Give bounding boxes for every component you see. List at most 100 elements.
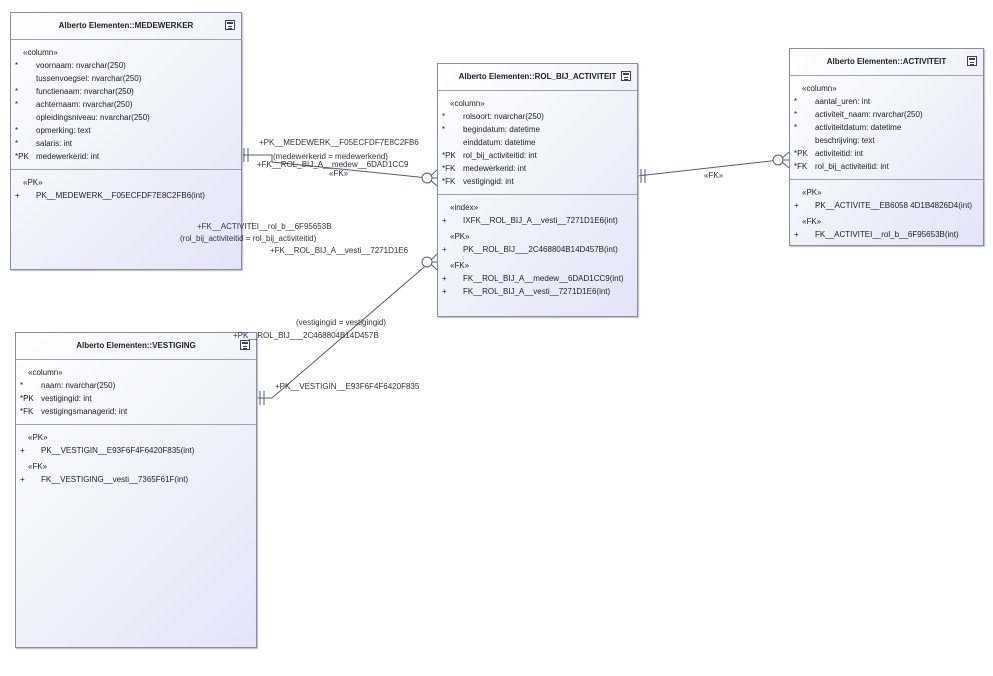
row-text: medewerkerid: int — [463, 164, 527, 173]
label-pk-vestigin: +PK__VESTIGIN__E93F6F4F6420F835 — [275, 382, 420, 391]
row-marker: * — [15, 100, 19, 109]
row-text: einddatum: datetime — [463, 138, 536, 147]
entity-vestiging[interactable]: Alberto Elementen::VESTIGING «column» * n… — [15, 332, 257, 648]
table-row: beschrijving: text — [790, 134, 983, 147]
entity-title: Alberto Elementen::ACTIVITEIT — [790, 49, 983, 76]
table-row: * opmerking: text — [11, 124, 241, 137]
row-text: IXFK__ROL_BIJ_A__vesti__7271D1E6(int) — [463, 216, 618, 225]
stereotype-label: «PK» — [802, 188, 822, 197]
label-cond-medewerker: (medewerkerid = medewerkerid) — [273, 152, 388, 161]
row-marker: * — [442, 112, 446, 121]
table-row: +FK__ROL_BIJ_A__vesti__7271D1E6(int) — [438, 285, 637, 298]
table-row: opleidingsniveau: nvarchar(250) — [11, 111, 241, 124]
row-marker: * — [794, 97, 798, 106]
entity-title: Alberto Elementen::ROL_BIJ_ACTIVITEIT — [438, 64, 637, 91]
row-text: rolsoort: nvarchar(250) — [463, 112, 544, 121]
table-row: *FK medewerkerid: int — [438, 162, 637, 175]
row-text: rol_bij_activiteitid: int — [463, 151, 537, 160]
row-text: PK__ACTIVITE__EB6058 4D1B4826D4(int) — [815, 201, 972, 210]
row-marker: *FK — [794, 162, 808, 171]
table-row: * naam: nvarchar(250) — [16, 379, 256, 392]
stereotype-label: «index» — [450, 203, 479, 212]
row-marker: + — [20, 475, 25, 484]
entity-title-text: Alberto Elementen::VESTIGING — [76, 341, 196, 350]
row-text: PK__MEDEWERK__F05ECFDF7E8C2FB6(int) — [36, 191, 205, 200]
table-row: tussenvoegsel: nvarchar(250) — [11, 72, 241, 85]
row-marker: * — [15, 126, 19, 135]
keys-section: «index» + IXFK__ROL_BIJ_A__vesti__7271D1E… — [438, 195, 637, 304]
table-row: *voornaam: nvarchar(250) — [11, 59, 241, 72]
row-text: rol_bij_activiteitid: int — [815, 162, 889, 171]
row-text: opleidingsniveau: nvarchar(250) — [36, 113, 150, 122]
table-row: + PK__MEDEWERK__F05ECFDF7E8C2FB6(int) — [11, 189, 241, 202]
row-text: naam: nvarchar(250) — [41, 381, 116, 390]
table-row: *FK rol_bij_activiteitid: int — [790, 160, 983, 173]
stereotype-label: «PK» — [450, 232, 470, 241]
table-row: *activiteit_naam: nvarchar(250) — [790, 108, 983, 121]
table-row: einddatum: datetime — [438, 136, 637, 149]
entity-title-text: Alberto Elementen::MEDEWERKER — [58, 21, 194, 30]
row-marker: + — [442, 287, 447, 296]
row-text: activiteitid: int — [815, 149, 864, 158]
row-marker: + — [794, 201, 799, 210]
row-text: FK__ACTIVITEI__rol_b__6F95653B(int) — [815, 230, 959, 239]
row-marker: *PK — [794, 149, 808, 158]
row-text: PK__ROL_BIJ___2C468804B14D457B(int) — [463, 245, 618, 254]
table-row: * rolsoort: nvarchar(250) — [438, 110, 637, 123]
row-text: tussenvoegsel: nvarchar(250) — [36, 74, 142, 83]
label-fk-activitei: +FK__ACTIVITEI__rol_b__6F95653B — [197, 222, 332, 231]
table-icon — [225, 20, 235, 30]
row-marker: + — [442, 274, 447, 283]
table-icon — [967, 56, 977, 66]
stereotype-label: «column» — [28, 368, 63, 377]
row-marker: + — [442, 216, 447, 225]
entity-title: Alberto Elementen::MEDEWERKER — [11, 13, 241, 40]
entity-title-text: Alberto Elementen::ACTIVITEIT — [826, 57, 947, 66]
label-fk-medew: «FK» — [329, 169, 349, 178]
stereotype-label: «FK» — [450, 261, 470, 270]
table-row: *functienaam: nvarchar(250) — [11, 85, 241, 98]
row-marker: *FK — [20, 407, 34, 416]
row-text: vestigingsmanagerid: int — [41, 407, 128, 416]
row-marker: * — [15, 139, 19, 148]
stereotype-label: «column» — [450, 99, 485, 108]
stereotype-label: «FK» — [28, 462, 48, 471]
row-text: PK__VESTIGIN__E93F6F4F6420F835(int) — [41, 446, 195, 455]
row-marker: *PK — [15, 152, 29, 161]
entity-rol-bij-activiteit[interactable]: Alberto Elementen::ROL_BIJ_ACTIVITEIT «c… — [437, 63, 638, 317]
table-row: *begindatum: datetime — [438, 123, 637, 136]
entity-title: Alberto Elementen::VESTIGING — [16, 333, 256, 360]
row-text: FK__VESTIGING__vesti__7365F61F(int) — [41, 475, 189, 484]
label-fk-rol-medew: +FK__ROL_BIJ_A__medew__6DAD1CC9 — [257, 160, 409, 169]
row-marker: * — [794, 123, 798, 132]
row-marker: + — [15, 191, 20, 200]
keys-section: «PK» +PK__VESTIGIN__E93F6F4F6420F835(int… — [16, 425, 256, 492]
row-text: vestigingid: int — [41, 394, 92, 403]
table-row: + PK__ROL_BIJ___2C468804B14D457B(int) — [438, 243, 637, 256]
row-marker: *FK — [442, 164, 456, 173]
table-row: *PK activiteitid: int — [790, 147, 983, 160]
keys-section: «PK» + PK__ACTIVITE__EB6058 4D1B4826D4(in… — [790, 180, 983, 247]
columns-section: «column» * rolsoort: nvarchar(250) *begind… — [438, 91, 637, 195]
row-text: beschrijving: text — [815, 136, 875, 145]
entity-activiteit[interactable]: Alberto Elementen::ACTIVITEIT «column» *… — [789, 48, 984, 246]
row-marker: * — [20, 381, 24, 390]
keys-section: «PK» +PK__MEDEWERK__F05ECFDF7E8C2FB6(int… — [11, 170, 241, 208]
table-row: + PK__ACTIVITE__EB6058 4D1B4826D4(int) — [790, 199, 983, 212]
table-row: *salaris: int — [11, 137, 241, 150]
row-text: opmerking: text — [36, 126, 91, 135]
row-marker: + — [442, 245, 447, 254]
row-text: activiteitdatum: datetime — [815, 123, 902, 132]
label-pk-rol: +PK__ROL_BIJ___2C468804B14D457B — [233, 331, 379, 340]
table-row: *aantal_uren: int — [790, 95, 983, 108]
entity-medewerker[interactable]: Alberto Elementen::MEDEWERKER «column» *… — [10, 12, 242, 270]
stereotype-label: «column» — [23, 48, 58, 57]
row-marker: + — [794, 230, 799, 239]
row-text: vestigingid: int — [463, 177, 514, 186]
row-text: voornaam: nvarchar(250) — [36, 61, 126, 70]
table-row: + FK__VESTIGING__vesti__7365F61F(int) — [16, 473, 256, 486]
